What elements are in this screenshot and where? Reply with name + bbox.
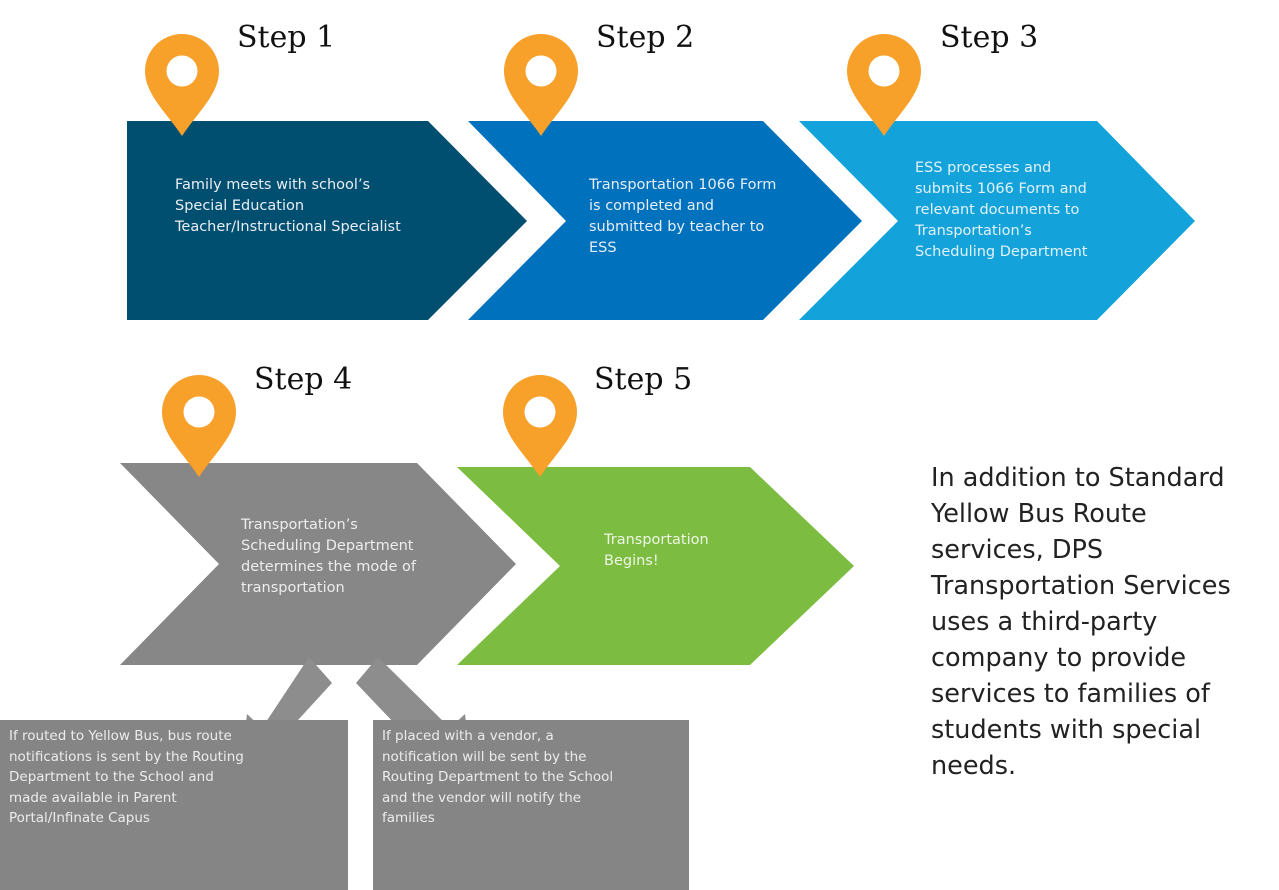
step-4-chevron — [120, 463, 516, 665]
step-1-chevron — [127, 121, 527, 320]
map-pin-icon — [162, 375, 236, 477]
step-2-title: Step 2 — [596, 20, 695, 55]
step-4-title: Step 4 — [254, 362, 353, 397]
step-5-description: Transportation Begins! — [604, 532, 709, 569]
map-pin-icon — [145, 34, 219, 136]
step-3-title: Step 3 — [940, 20, 1039, 55]
side-note: In addition to Standard Yellow Bus Route… — [931, 463, 1231, 781]
step-2-chevron — [468, 121, 862, 320]
map-pin-icon — [504, 34, 578, 136]
map-pin-icon — [847, 34, 921, 136]
step-3-description: ESS processes and submits 1066 Form and … — [915, 160, 1088, 260]
step-5-title: Step 5 — [594, 362, 693, 397]
step-4-description: Transportation’s Scheduling Department d… — [241, 517, 416, 596]
step-5-chevron — [457, 467, 854, 665]
map-pin-icon — [503, 375, 577, 477]
outcome-vendor: If placed with a vendor, a notification … — [373, 720, 689, 890]
step-1-title: Step 1 — [237, 20, 336, 55]
step-3-chevron — [799, 121, 1195, 320]
outcome-yellow-bus: If routed to Yellow Bus, bus route notif… — [0, 720, 348, 890]
step-1-description: Family meets with school’s Special Educa… — [175, 177, 401, 235]
step-2-description: Transportation 1066 Form is completed an… — [589, 177, 777, 256]
